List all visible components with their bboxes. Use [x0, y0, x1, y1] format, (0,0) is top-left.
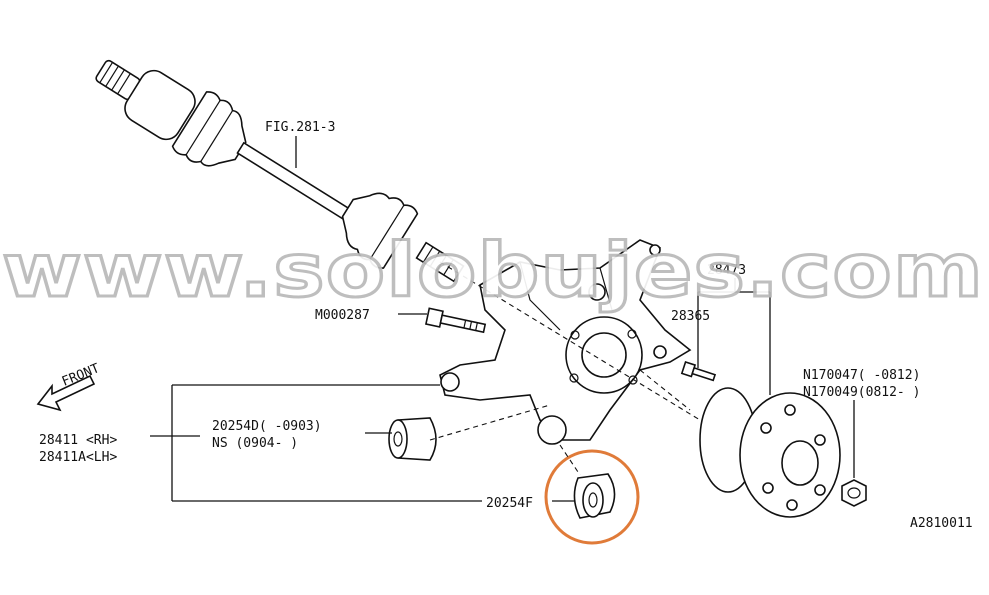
hub-bolt-28365 — [680, 360, 717, 382]
hub-bearing-28473 — [699, 387, 841, 518]
bushing-20254f — [573, 473, 616, 519]
label-bushing-d2: NS (0904- ) — [212, 436, 298, 451]
watermark-text: www.solobujes.com — [2, 228, 984, 314]
label-nut-1: N170047( -0812) — [803, 368, 920, 383]
label-bushing-f: 20254F — [486, 496, 533, 511]
label-bolt: M000287 — [315, 308, 370, 323]
assembly-lines — [429, 261, 701, 476]
label-fig-ref: FIG.281-3 — [265, 120, 335, 135]
label-28365: 28365 — [671, 309, 710, 324]
hub-nut — [841, 479, 867, 507]
front-arrow — [36, 374, 96, 412]
label-housing-lh: 28411A<LH> — [39, 450, 117, 465]
label-diagram-id: A2810011 — [910, 516, 973, 531]
highlight-circle — [544, 449, 640, 545]
leader-lines — [150, 136, 855, 502]
drive-shaft — [95, 59, 465, 283]
label-bushing-d1: 20254D( -0903) — [212, 419, 322, 434]
label-housing-rh: 28411 <RH> — [39, 433, 117, 448]
label-nut-2: N170049(0812- ) — [803, 385, 920, 400]
bushing-20254d — [388, 417, 437, 461]
rear-axle-housing — [439, 239, 692, 445]
label-28473: 28473 — [707, 263, 746, 278]
bolt-m000287 — [424, 307, 487, 334]
